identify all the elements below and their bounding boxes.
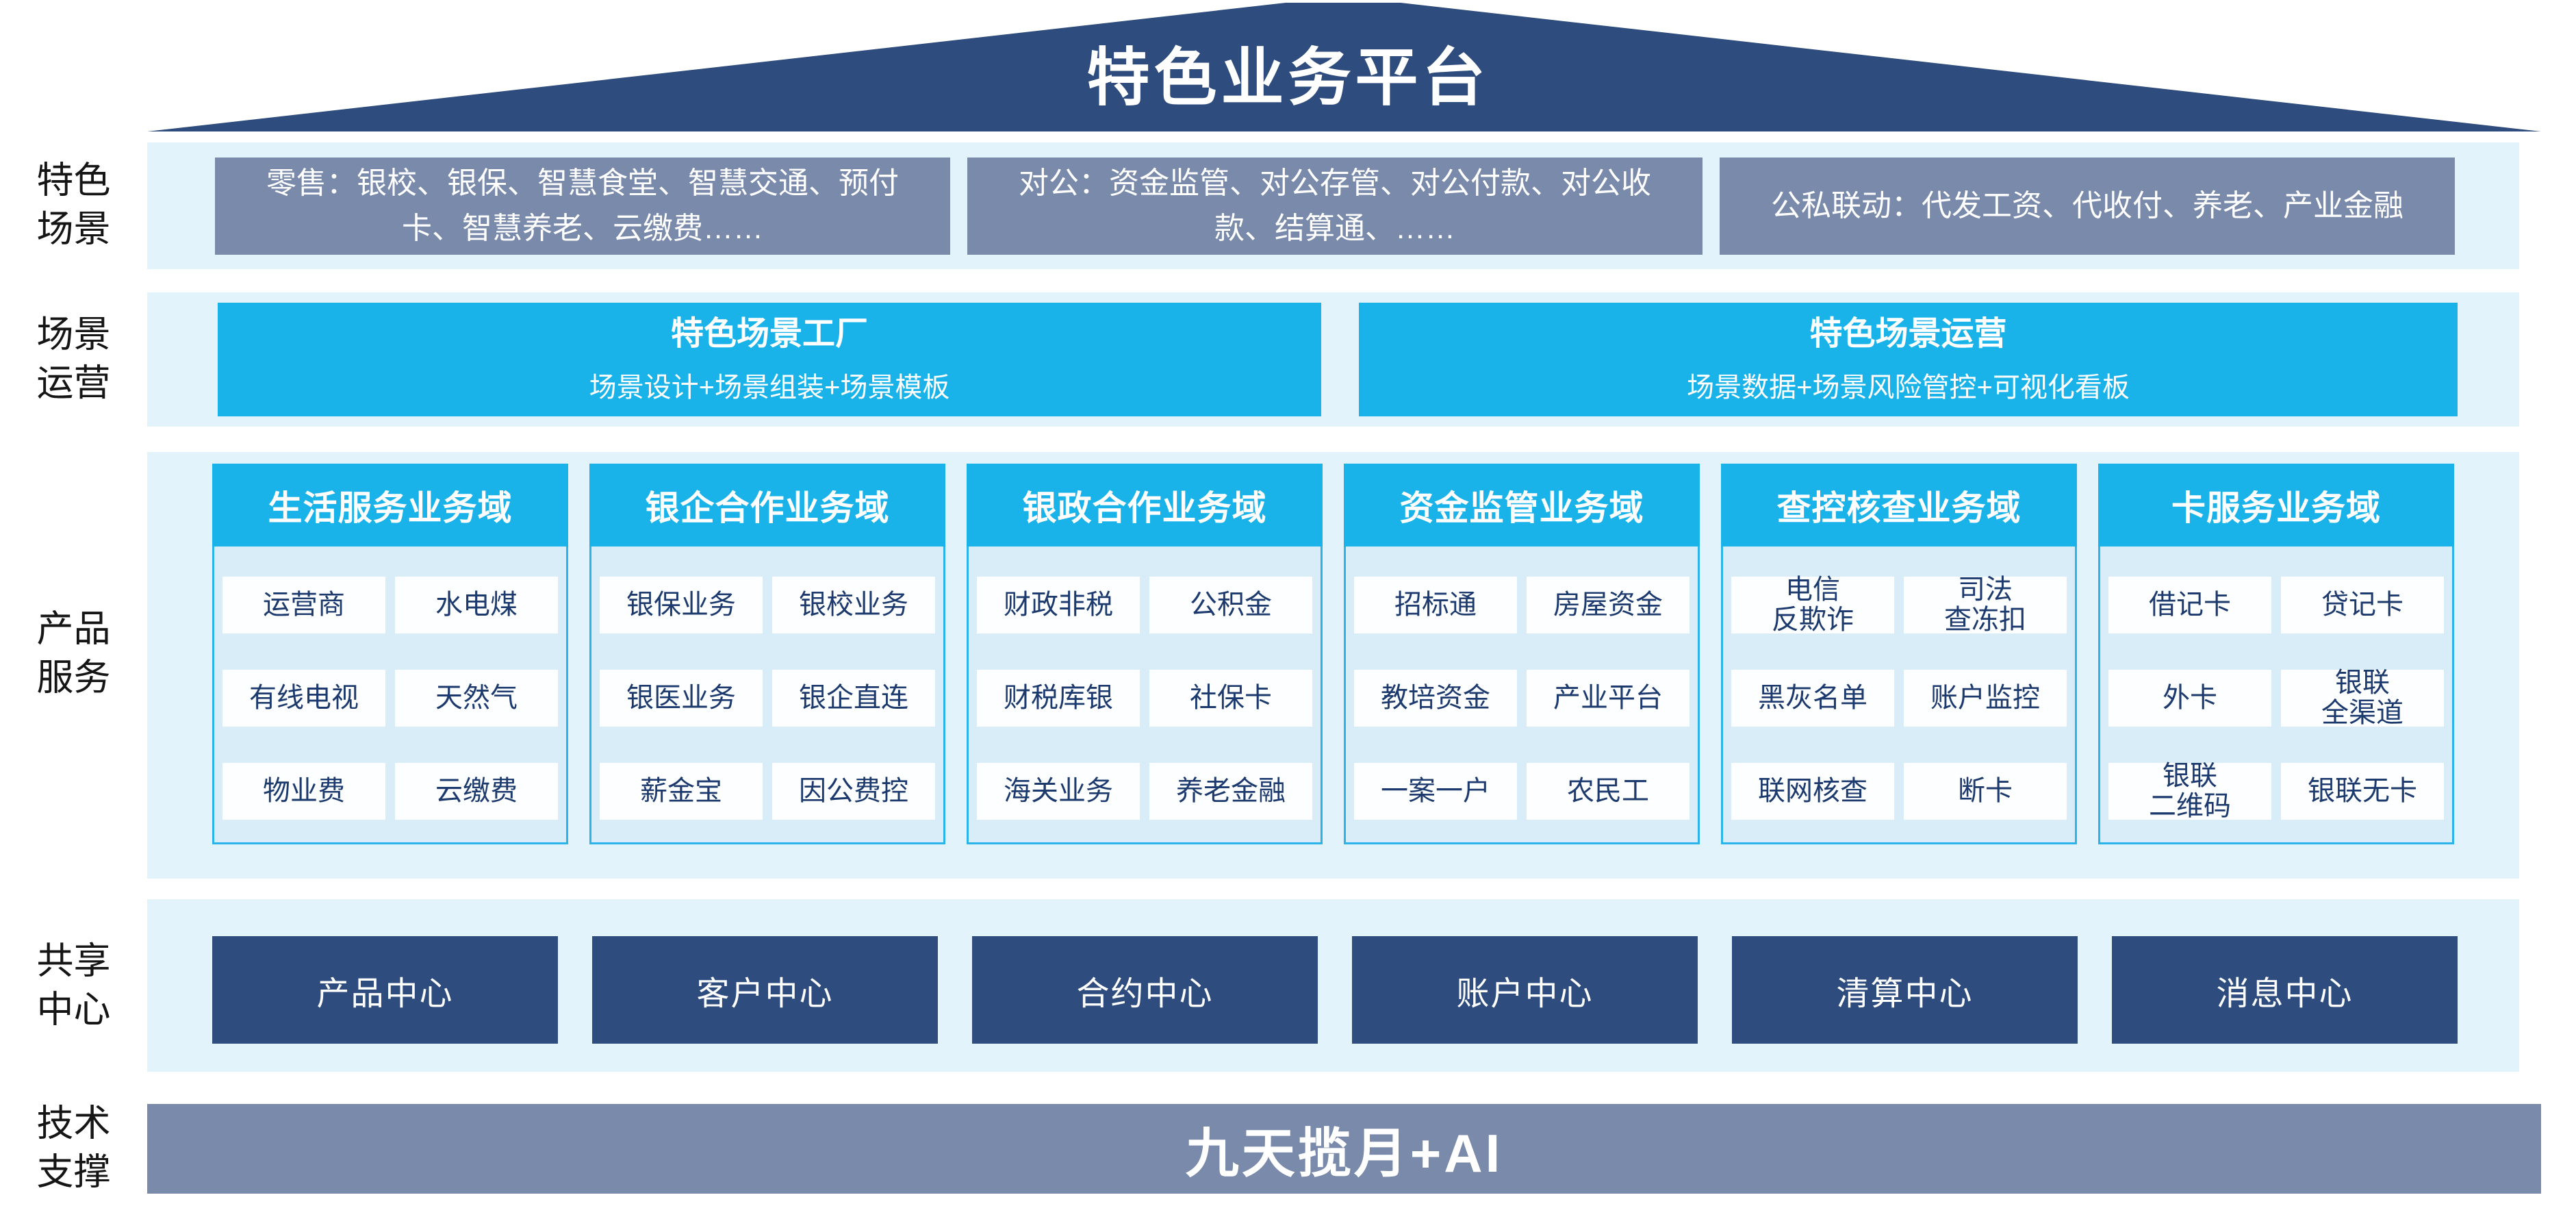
share-center-account: 账户中心 [1352, 936, 1698, 1044]
share-center-contract: 合约中心 [972, 936, 1318, 1044]
roof-polygon [147, 3, 2541, 131]
domain-cell: 外卡 [2108, 670, 2271, 727]
domain-column-life-service: 生活服务业务域 运营商 水电煤 有线电视 天然气 物业费 云缴费 [212, 464, 568, 844]
scene-box-linkage: 公私联动：代发工资、代收付、养老、产业金融 [1720, 158, 2455, 255]
domain-cell: 银医业务 [600, 670, 763, 727]
tech-support-bar: 九天揽月+AI [147, 1104, 2541, 1194]
domain-body: 财政非税 公积金 财税库银 社保卡 海关业务 养老金融 [967, 546, 1323, 844]
domain-cell: 断卡 [1904, 763, 2067, 820]
domain-header: 资金监管业务域 [1344, 464, 1700, 546]
domain-cell: 运营商 [222, 577, 385, 633]
domain-cell: 薪金宝 [600, 763, 763, 820]
domain-cell: 司法 查冻扣 [1904, 575, 2067, 634]
scene-box-retail: 零售：银校、银保、智慧食堂、智慧交通、预付卡、智慧养老、云缴费…… [215, 158, 950, 255]
share-center-clearing: 清算中心 [1732, 936, 2078, 1044]
domain-cell: 银联 二维码 [2108, 762, 2271, 820]
scene-operation-box: 特色场景运营 场景数据+场景风险管控+可视化看板 [1359, 303, 2458, 416]
scene-operation-title: 特色场景运营 [1809, 316, 2007, 352]
side-label-operation: 场景 运营 [36, 314, 111, 404]
domain-cell: 因公费控 [772, 763, 935, 820]
side-label-tech: 技术 支撑 [36, 1103, 111, 1193]
domain-header: 查控核查业务域 [1721, 464, 2077, 546]
domain-cell: 水电煤 [395, 577, 558, 633]
domain-cell: 借记卡 [2108, 577, 2271, 633]
domain-column-inquiry-control: 查控核查业务域 电信 反欺诈 司法 查冻扣 黑灰名单 账户监控 联网核查 断卡 [1721, 464, 2077, 844]
domain-cell: 电信 反欺诈 [1731, 575, 1894, 634]
operation-row: 特色场景工厂 场景设计+场景组装+场景模板 特色场景运营 场景数据+场景风险管控… [147, 292, 2519, 427]
scene-factory-box: 特色场景工厂 场景设计+场景组装+场景模板 [218, 303, 1321, 416]
domain-cell: 贷记卡 [2281, 577, 2444, 633]
domain-body: 借记卡 贷记卡 外卡 银联 全渠道 银联 二维码 银联无卡 [2098, 546, 2454, 844]
domain-column-bank-government: 银政合作业务域 财政非税 公积金 财税库银 社保卡 海关业务 养老金融 [967, 464, 1323, 844]
domain-body: 招标通 房屋资金 教培资金 产业平台 一案一户 农民工 [1344, 546, 1700, 844]
domain-body: 银保业务 银校业务 银医业务 银企直连 薪金宝 因公费控 [589, 546, 945, 844]
domain-cell: 账户监控 [1904, 670, 2067, 727]
product-row: 生活服务业务域 运营商 水电煤 有线电视 天然气 物业费 云缴费 银企合作业务域… [147, 452, 2519, 879]
share-row: 产品中心 客户中心 合约中心 账户中心 清算中心 消息中心 [147, 899, 2519, 1072]
scene-factory-title: 特色场景工厂 [670, 316, 868, 352]
domain-cell: 社保卡 [1149, 670, 1312, 727]
domain-cell: 养老金融 [1149, 763, 1312, 820]
side-label-share: 共享 中心 [36, 940, 111, 1031]
domain-header: 生活服务业务域 [212, 464, 568, 546]
domain-cell: 云缴费 [395, 763, 558, 820]
domain-cell: 银联无卡 [2281, 763, 2444, 820]
scene-row: 零售：银校、银保、智慧食堂、智慧交通、预付卡、智慧养老、云缴费…… 对公：资金监… [147, 142, 2519, 269]
domain-cell: 天然气 [395, 670, 558, 727]
domain-body: 电信 反欺诈 司法 查冻扣 黑灰名单 账户监控 联网核查 断卡 [1721, 546, 2077, 844]
domain-body: 运营商 水电煤 有线电视 天然气 物业费 云缴费 [212, 546, 568, 844]
domain-cell: 房屋资金 [1527, 577, 1689, 633]
domain-cell: 一案一户 [1354, 763, 1517, 820]
side-label-product: 产品 服务 [36, 608, 111, 699]
domain-cell: 银校业务 [772, 577, 935, 633]
scene-box-corporate: 对公：资金监管、对公存管、对公付款、对公收款、结算通、…… [967, 158, 1703, 255]
share-center-product: 产品中心 [212, 936, 558, 1044]
domain-cell: 财政非税 [977, 577, 1140, 633]
domain-header: 银企合作业务域 [589, 464, 945, 546]
share-center-message: 消息中心 [2112, 936, 2458, 1044]
domain-column-card-service: 卡服务业务域 借记卡 贷记卡 外卡 银联 全渠道 银联 二维码 银联无卡 [2098, 464, 2454, 844]
domain-cell: 产业平台 [1527, 670, 1689, 727]
scene-factory-subtitle: 场景设计+场景组装+场景模板 [589, 373, 950, 403]
domain-cell: 有线电视 [222, 670, 385, 727]
domain-cell: 海关业务 [977, 763, 1140, 820]
scene-operation-subtitle: 场景数据+场景风险管控+可视化看板 [1687, 373, 2130, 403]
domain-header: 银政合作业务域 [967, 464, 1323, 546]
domain-cell: 联网核查 [1731, 763, 1894, 820]
domain-cell: 财税库银 [977, 670, 1140, 727]
domain-cell: 银企直连 [772, 670, 935, 727]
share-center-customer: 客户中心 [592, 936, 938, 1044]
domain-cell: 银保业务 [600, 577, 763, 633]
platform-title: 特色业务平台 [1086, 43, 1490, 113]
domain-cell: 物业费 [222, 763, 385, 820]
domain-cell: 银联 全渠道 [2281, 668, 2444, 727]
domain-cell: 招标通 [1354, 577, 1517, 633]
domain-cell: 农民工 [1527, 763, 1689, 820]
domain-cell: 教培资金 [1354, 670, 1517, 727]
domain-header: 卡服务业务域 [2098, 464, 2454, 546]
domain-column-fund-supervision: 资金监管业务域 招标通 房屋资金 教培资金 产业平台 一案一户 农民工 [1344, 464, 1700, 844]
domain-cell: 公积金 [1149, 577, 1312, 633]
tech-support-label: 九天揽月+AI [1185, 1122, 1503, 1183]
roof-shape [147, 3, 2541, 131]
domain-cell: 黑灰名单 [1731, 670, 1894, 727]
side-label-scene: 特色 场景 [36, 160, 111, 250]
domain-column-bank-enterprise: 银企合作业务域 银保业务 银校业务 银医业务 银企直连 薪金宝 因公费控 [589, 464, 945, 844]
